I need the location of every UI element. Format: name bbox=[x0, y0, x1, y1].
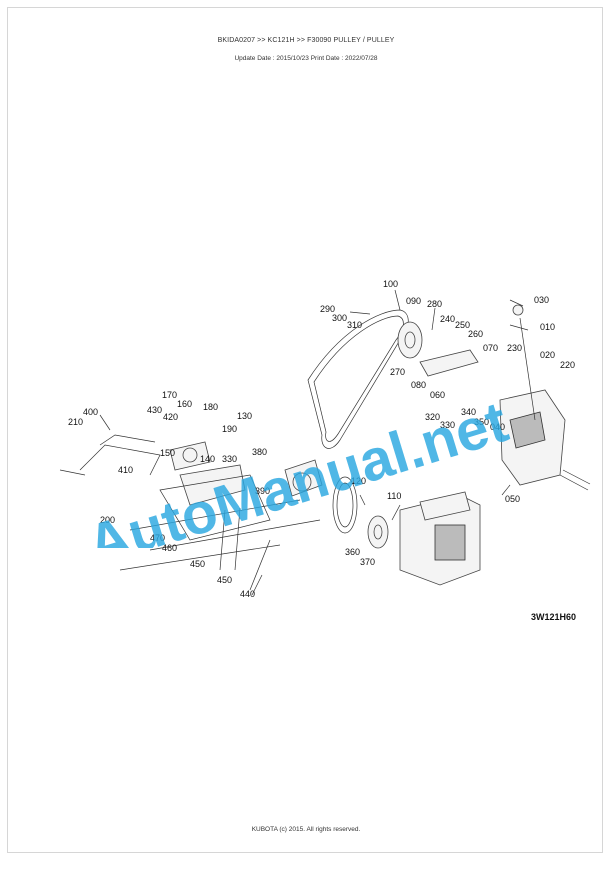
part-label: 380 bbox=[252, 447, 267, 457]
part-label: 410 bbox=[118, 465, 133, 475]
part-label: 240 bbox=[440, 314, 455, 324]
part-label: 340 bbox=[461, 407, 476, 417]
part-label: 210 bbox=[68, 417, 83, 427]
footer-copyright: KUBOTA (c) 2015. All rights reserved. bbox=[251, 826, 361, 833]
part-label: 290 bbox=[320, 304, 335, 314]
part-label: 040 bbox=[490, 422, 505, 432]
part-label: 390 bbox=[255, 486, 270, 496]
part-label: 020 bbox=[540, 350, 555, 360]
part-label: 200 bbox=[100, 515, 115, 525]
part-label: 370 bbox=[360, 557, 375, 567]
part-label: 030 bbox=[534, 295, 549, 305]
part-label: 310 bbox=[347, 320, 362, 330]
v-belt-drawing bbox=[307, 309, 409, 449]
part-label: 160 bbox=[177, 399, 192, 409]
part-label: 060 bbox=[430, 390, 445, 400]
part-label: 420 bbox=[163, 412, 178, 422]
part-label: 090 bbox=[406, 296, 421, 306]
linkage-frame-drawing bbox=[59, 434, 321, 591]
part-label: 220 bbox=[560, 360, 575, 370]
part-label: 360 bbox=[345, 547, 360, 557]
part-label: 440 bbox=[240, 589, 255, 599]
part-label: 190 bbox=[222, 424, 237, 434]
part-label: 110 bbox=[387, 491, 401, 501]
part-label: 400 bbox=[83, 407, 98, 417]
part-label: 260 bbox=[468, 329, 483, 339]
part-label: 150 bbox=[160, 448, 175, 458]
leader-lines bbox=[99, 289, 529, 596]
part-label: 450 bbox=[190, 559, 205, 569]
part-label: 460 bbox=[162, 543, 177, 553]
part-label: 270 bbox=[390, 367, 405, 377]
bracket-drawing bbox=[419, 349, 479, 377]
part-label: 330 bbox=[222, 454, 237, 464]
exploded-parts-diagram: 100 290 300 310 280 090 240 250 260 070 … bbox=[59, 279, 591, 599]
part-label: 320 bbox=[425, 412, 440, 422]
part-label: 450 bbox=[217, 575, 232, 585]
part-label: 180 bbox=[203, 402, 218, 412]
part-label: 130 bbox=[237, 411, 252, 421]
breadcrumb: BKIDA0207 >> KC121H >> F30090 PULLEY / P… bbox=[217, 37, 395, 44]
part-label: 070 bbox=[483, 343, 498, 353]
part-label: 010 bbox=[540, 322, 555, 332]
part-label: 050 bbox=[505, 494, 520, 504]
part-label: 140 bbox=[200, 454, 215, 464]
date-line: Update Date : 2015/10/23 Print Date : 20… bbox=[234, 55, 378, 62]
part-label: 080 bbox=[411, 380, 426, 390]
part-label: 430 bbox=[147, 405, 162, 415]
part-label: 300 bbox=[332, 313, 347, 323]
part-labels: 100 290 300 310 280 090 240 250 260 070 … bbox=[68, 279, 575, 599]
part-label: 350 bbox=[474, 417, 489, 427]
part-label: 250 bbox=[455, 320, 470, 330]
part-label: 470 bbox=[150, 533, 165, 543]
part-label: 230 bbox=[507, 343, 522, 353]
part-label: 100 bbox=[383, 279, 398, 289]
part-label: 280 bbox=[427, 299, 442, 309]
part-label: 170 bbox=[162, 390, 177, 400]
part-label: 120 bbox=[351, 476, 366, 486]
diagram-code: 3W121H60 bbox=[531, 612, 577, 622]
part-label: 330 bbox=[440, 420, 455, 430]
